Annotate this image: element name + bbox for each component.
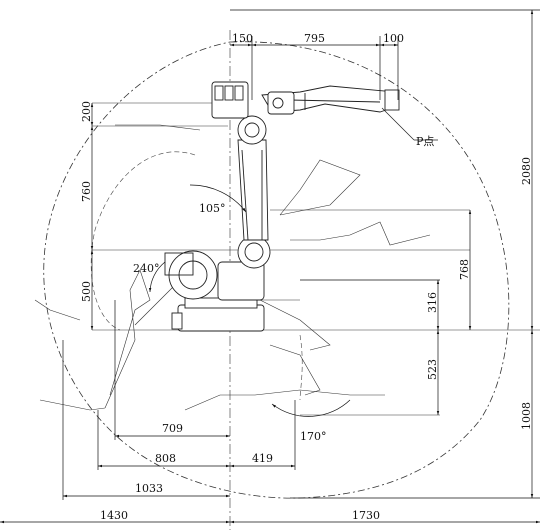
dimension-texts: 150 795 100 200 760 500 2080 1008 768 31… [80,32,533,522]
angle-105: 105° [199,202,226,215]
dim-795: 795 [304,32,325,45]
dim-419: 419 [252,452,273,465]
dim-316: 316 [426,292,439,313]
p-point-label: P点 [416,135,434,148]
dim-2080: 2080 [520,157,533,185]
dim-808: 808 [155,452,176,465]
dimension-lines [0,9,540,524]
dim-1430: 1430 [100,509,128,522]
workspace-lines [34,124,431,411]
dim-1033: 1033 [135,482,163,495]
dim-1008: 1008 [520,402,533,430]
dim-100: 100 [383,32,404,45]
angle-240: 240° [133,262,160,275]
dim-150: 150 [232,32,253,45]
inner-envelope [90,151,303,401]
dim-760: 760 [80,181,93,202]
dim-523: 523 [426,359,439,380]
dim-500: 500 [80,281,93,302]
dim-709: 709 [162,422,183,435]
reference-lines [92,102,540,416]
angle-170: 170° [300,430,327,443]
dim-200: 200 [80,101,93,122]
dim-1730: 1730 [352,509,380,522]
robot-arm [164,81,400,332]
dim-768: 768 [458,259,471,280]
p-point-callout: P点 [381,107,438,148]
